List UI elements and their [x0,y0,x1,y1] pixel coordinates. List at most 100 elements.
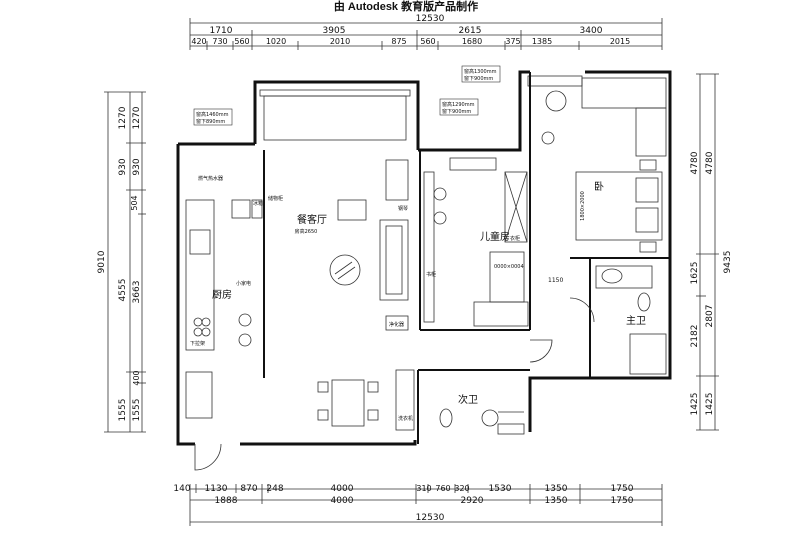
washer-cabinet [395,369,415,431]
top-subdim-10: 1385 [532,37,552,46]
left-subdim-3: 3663 [132,281,142,304]
room-height-living: 房高2650 [295,228,318,235]
left-dim-2: 930 [118,158,128,175]
left-dim-1: 1270 [118,106,128,129]
note-washer: 洗衣机 [398,415,413,422]
master-wardrobe-north [581,77,667,109]
fridge [231,199,251,219]
top-subdim-9: 375 [505,37,520,46]
bottom-subdim-8: 320 [454,484,469,493]
top-subdim-7: 560 [420,37,435,46]
note-win-mid-1: 窗高1290mm [442,101,475,108]
kids-door [529,339,553,363]
bottom-subdim-7: 760 [435,484,450,493]
top-dim-3: 2615 [459,26,482,36]
note-corridor: 1150 [548,277,563,284]
rug [329,254,361,286]
bottom-subdim-2: 1130 [205,484,228,494]
bottom-dim-4: 1350 [545,496,568,506]
top-subdim-2: 730 [212,37,227,46]
right-dim-3: 2182 [690,325,700,348]
bottom-subdim-10: 1350 [545,484,568,494]
wall-east [528,70,672,432]
master-bath-door [569,297,595,323]
right-dim-4: 1425 [690,393,700,416]
room-label-kitchen: 厨房 [212,288,232,301]
top-dim-2: 3905 [323,26,346,36]
right-subdim-1: 4780 [705,151,715,174]
bottom-subdim-4: 248 [266,484,283,494]
left-subdim-1: 1270 [132,106,142,129]
kitchen-furniture [185,199,263,419]
kitchen-cabinet [185,371,213,419]
right-subdim-2: 2807 [705,305,715,328]
note-gas-heater: 燃气热水器 [198,175,223,182]
note-cabinet: 储物柜 [268,195,283,202]
bottom-dim-5: 1750 [611,496,634,506]
right-subdim-3: 1425 [705,393,715,416]
top-subdim-3: 560 [234,37,249,46]
top-total-dim: 12530 [416,14,445,24]
note-small-appliance: 小家电 [236,280,251,287]
second-basin [481,409,499,427]
wall-north-kids [418,70,530,152]
second-bath-fixtures [439,408,525,435]
room-label-master-bath: 主卫 [626,315,646,327]
note-bookshelf: 书柜 [426,271,436,278]
right-dimensions [696,73,719,431]
kids-desk [489,251,525,303]
bay-window-master [527,75,583,87]
kids-furniture [423,157,529,327]
top-subdim-1: 420 [191,37,206,46]
wall-west [176,144,195,446]
bookshelf [423,171,435,323]
room-label-living: 餐客厅 [297,213,327,226]
bottom-dim-1: 1888 [215,496,238,506]
bottom-dim-2: 4000 [331,496,354,506]
right-total-dim: 9435 [723,251,733,274]
entrance-door [194,443,222,471]
master-toilet [637,292,651,312]
kitchen-sink [189,229,211,255]
master-wardrobe-east [635,107,667,157]
bottom-subdim-1: 140 [173,484,190,494]
exterior-walls [176,70,672,446]
left-subdim-5: 1555 [132,399,142,422]
top-dimensions [189,18,663,50]
wall-north-living [253,80,420,150]
piano [385,159,409,201]
note-win-left-2: 窗下890mm [196,118,225,125]
note-piano: 钢琴 [398,205,408,212]
watermark-text: 由 Autodesk 教育版产品制作 [334,0,478,13]
living-furniture [317,159,415,431]
master-vanity [595,265,653,289]
left-subdim-2: 930 [132,158,142,175]
bottom-dimensions [189,484,663,526]
master-bed [575,171,663,241]
kids-bed [473,301,529,327]
bottom-subdim-9: 1530 [489,484,512,494]
top-subdim-5: 2010 [330,37,350,46]
bottom-subdim-6: 310 [416,484,431,493]
bottom-subdim-5: 4000 [331,484,354,494]
note-fridge: 冰箱 [253,200,263,207]
top-subdim-11: 2015 [610,37,630,46]
dining-table [331,379,365,427]
bottom-subdim-11: 1750 [611,484,634,494]
note-win-mid-2: 窗下900mm [442,108,471,115]
bottom-total-dim: 12530 [416,513,445,523]
master-shower [629,333,667,375]
note-win-left-1: 窗高1460mm [196,111,229,118]
sofa [379,219,409,301]
kids-window-bench [449,157,497,171]
room-label-kids: 儿童房 [480,230,510,243]
left-dim-5: 1555 [118,399,128,422]
room-label-master: 卧 [594,180,604,193]
master-basin [601,268,623,284]
left-total-dim: 9010 [97,250,107,273]
master-furniture [541,77,667,253]
bay-window-living [259,89,411,141]
note-desk: 0000×0004 [494,264,524,270]
